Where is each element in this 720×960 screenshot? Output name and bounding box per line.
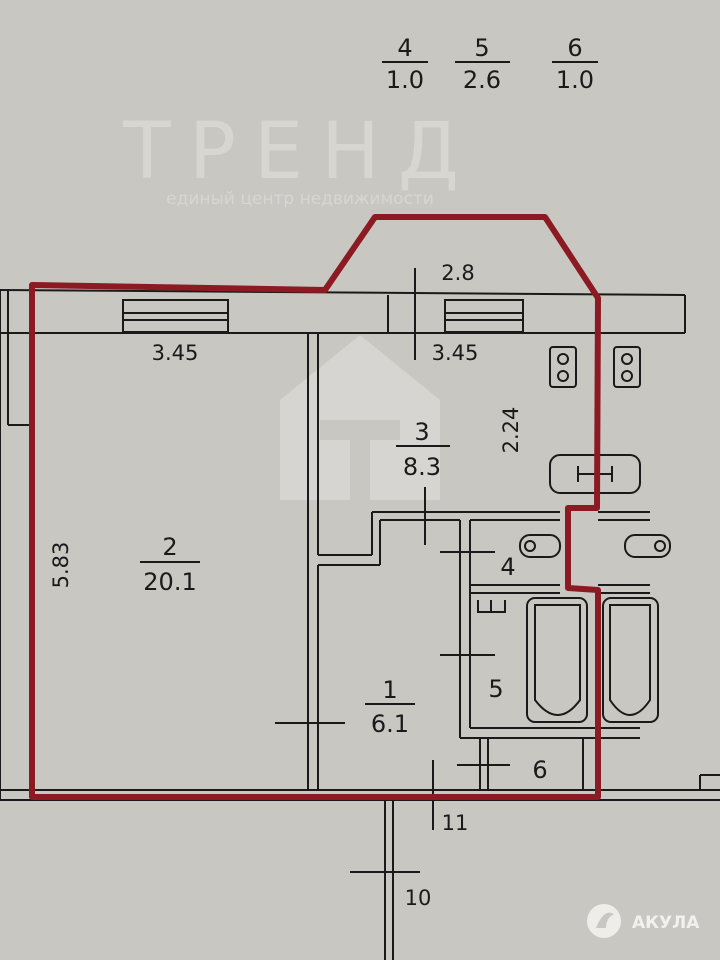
dim-kitchen-depth: 2.24 (499, 407, 523, 454)
room-1-area: 6.1 (371, 710, 409, 738)
dimensions: 3.45 3.45 2.8 5.83 2.24 11 10 (49, 261, 523, 910)
dim-left-top: 3.45 (152, 341, 199, 365)
legend-area-5: 2.6 (463, 66, 501, 94)
bathtub-icon (602, 597, 659, 723)
watermark-subtitle: единый центр недвижимости (166, 189, 434, 209)
room-3-area: 8.3 (403, 453, 441, 481)
dim-height-left: 5.83 (49, 542, 73, 589)
legend-num-5: 5 (474, 34, 489, 62)
stove-icon (613, 346, 641, 388)
legend-num-6: 6 (567, 34, 582, 62)
room-3-number: 3 (414, 418, 429, 446)
neighbor-11: 11 (442, 811, 469, 835)
legend-area-4: 1.0 (386, 66, 424, 94)
washbasin-icon (519, 534, 561, 558)
room-6-number: 6 (532, 756, 547, 784)
akula-logo: АКУЛА (587, 904, 700, 938)
room-1-number: 1 (382, 676, 397, 704)
watermark-title: ТРЕНД (122, 107, 477, 197)
apartment-outline (29, 214, 601, 800)
area-legend: 4 1.0 5 2.6 6 1.0 (382, 34, 598, 94)
room-2-area: 20.1 (143, 568, 196, 596)
legend-num-4: 4 (397, 34, 412, 62)
room-5-number: 5 (488, 675, 503, 703)
room-4-number: 4 (500, 553, 515, 581)
dim-bay: 2.8 (441, 261, 474, 285)
house-watermark-icon (280, 335, 440, 500)
room-labels: 2 20.1 3 8.3 1 6.1 4 5 6 (140, 418, 548, 784)
watermark: ТРЕНД единый центр недвижимости (122, 107, 477, 500)
room-2-number: 2 (162, 533, 177, 561)
neighbor-10: 10 (405, 886, 432, 910)
bathtub-icon (526, 597, 588, 723)
fixtures (275, 268, 671, 873)
legend-area-6: 1.0 (556, 66, 594, 94)
stove-icon (549, 346, 577, 388)
dim-right-top: 3.45 (432, 341, 479, 365)
washbasin-icon (624, 534, 671, 558)
logo-text: АКУЛА (632, 913, 700, 933)
